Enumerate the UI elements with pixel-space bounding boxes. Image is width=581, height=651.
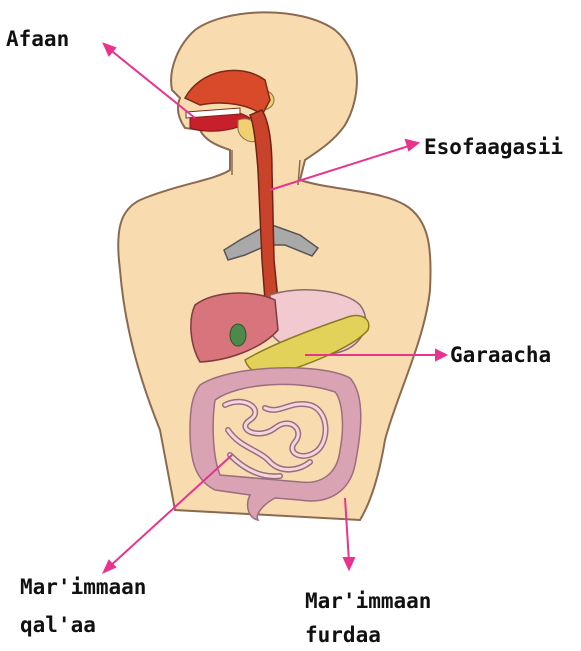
label-large-intestine-line2: furdaa	[305, 622, 381, 648]
label-esophagus: Esofaagasii	[424, 134, 563, 160]
label-mouth: Afaan	[6, 26, 69, 52]
arrowhead-esophagus	[406, 140, 418, 150]
arrowhead-liver	[436, 350, 446, 360]
label-large-intestine-line1: Mar'immaan	[305, 588, 431, 614]
label-small-intestine-line1: Mar'immaan	[20, 574, 146, 600]
label-small-intestine-line2: qal'aa	[20, 612, 96, 638]
gallbladder	[230, 324, 246, 346]
arrowhead-large-intestine	[344, 558, 354, 569]
label-liver: Garaacha	[450, 342, 551, 368]
